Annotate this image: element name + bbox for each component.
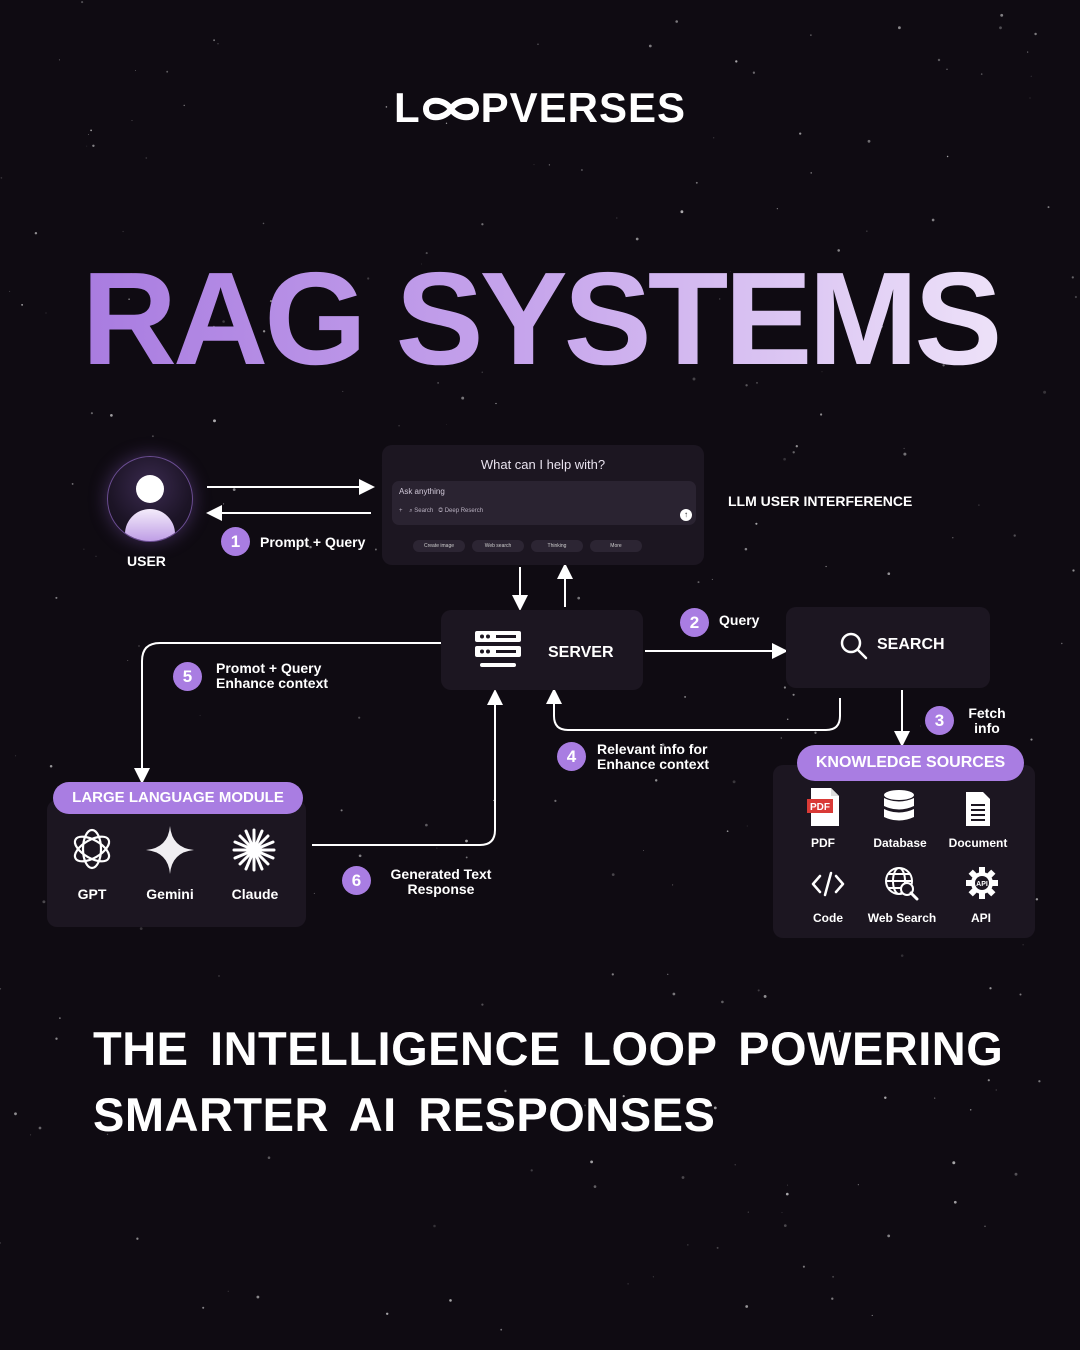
pill-web-search[interactable]: Web search <box>472 540 524 552</box>
infinity-loop-icon <box>420 92 482 126</box>
tagline: THE INTELLIGENCE LOOP POWERING SMARTER A… <box>93 1016 1003 1148</box>
source-pdf: PDF <box>811 836 835 850</box>
document-icon <box>964 791 992 832</box>
gemini-icon <box>144 824 196 881</box>
source-web-search: Web Search <box>867 911 937 925</box>
brand-logo: L PVERSES <box>0 84 1080 132</box>
send-button[interactable]: ↑ <box>680 509 692 521</box>
claude-icon <box>230 826 278 879</box>
pill-create-image[interactable]: Create image <box>413 540 465 552</box>
chat-tools: + ⌕ Search ◎ Deep Reserch <box>399 508 483 515</box>
search-card: SEARCH <box>786 607 990 688</box>
step-4-line-1: Relevant info for <box>597 741 708 757</box>
openai-icon <box>69 826 115 877</box>
knowledge-sources-tag: KNOWLEDGE SOURCES <box>797 745 1024 781</box>
source-database: Database <box>873 836 927 850</box>
step-3-badge: 3 <box>925 706 954 735</box>
chat-ui-label: LLM USER INTERFERENCE <box>728 493 913 509</box>
deep-research-tool[interactable]: Deep Reserch <box>444 508 484 514</box>
llm-tag: LARGE LANGUAGE MODULE <box>53 782 303 814</box>
step-3-line-2: info <box>974 720 1000 736</box>
step-2-badge: 2 <box>680 608 709 637</box>
api-badge-text: API <box>976 881 988 888</box>
arrow-search-to-server <box>546 688 841 731</box>
search-label: SEARCH <box>877 636 945 653</box>
user-body-shape <box>125 509 175 541</box>
tagline-line-1: THE INTELLIGENCE LOOP POWERING <box>93 1022 1004 1075</box>
search-tool-icon: ⌕ <box>409 508 413 514</box>
pdf-badge-text: PDF <box>810 802 830 813</box>
logo-text-right: PVERSES <box>480 84 687 131</box>
web-search-icon <box>883 865 919 906</box>
plus-icon[interactable]: + <box>399 508 403 514</box>
step-4-label: Relevant info for Enhance context <box>597 742 709 772</box>
step-2-label: Query <box>719 612 760 628</box>
step-4-badge: 4 <box>557 742 586 771</box>
llm-card: GPT Gemini Claude <box>47 800 306 927</box>
page-title: RAG SYSTEMS <box>0 249 1080 389</box>
pdf-icon: PDF <box>807 787 843 832</box>
pill-thinking[interactable]: Thinking <box>531 540 583 552</box>
source-code: Code <box>813 911 843 925</box>
chat-interface-card: What can I help with? Ask anything + ⌕ S… <box>382 445 704 565</box>
search-icon <box>839 631 869 666</box>
tagline-line-2: SMARTER AI RESPONSES <box>93 1088 716 1141</box>
server-card: SERVER <box>441 610 643 690</box>
user-head-shape <box>136 475 164 503</box>
step-5-label: Promot + Query Enhance context <box>216 661 328 691</box>
arrow-server-to-llm <box>134 642 441 784</box>
user-label: USER <box>127 553 166 569</box>
step-6-line-1: Generated Text <box>390 866 492 882</box>
model-gpt: GPT <box>77 886 107 902</box>
chat-title: What can I help with? <box>480 457 606 472</box>
chat-input-box[interactable]: Ask anything + ⌕ Search ◎ Deep Reserch ↑ <box>392 481 696 525</box>
source-api: API <box>970 911 991 925</box>
step-6-line-2: Response <box>407 881 475 897</box>
server-label: SERVER <box>548 644 614 661</box>
source-document: Document <box>948 836 1008 850</box>
globe-icon: ◎ <box>438 508 444 514</box>
step-1-label: Prompt + Query <box>260 534 366 550</box>
step-6-badge: 6 <box>342 866 371 895</box>
knowledge-sources-card: PDF PDF Database Document Code <box>773 765 1035 938</box>
chat-placeholder: Ask anything <box>399 487 445 496</box>
logo-text-left: L <box>393 84 421 131</box>
step-4-line-2: Enhance context <box>597 756 710 772</box>
search-tool[interactable]: Search <box>414 508 434 514</box>
step-5-line-1: Promot + Query <box>216 660 322 676</box>
model-claude: Claude <box>231 886 279 902</box>
api-gear-icon: API <box>966 867 998 904</box>
step-3-label: Fetch info <box>963 706 1011 736</box>
server-icon <box>474 630 522 677</box>
pill-more[interactable]: More <box>590 540 642 552</box>
step-1-badge: 1 <box>221 527 250 556</box>
model-gemini: Gemini <box>146 886 194 902</box>
step-3-line-1: Fetch <box>968 705 1006 721</box>
user-avatar <box>107 456 193 542</box>
code-icon <box>811 871 845 902</box>
step-6-label: Generated Text Response <box>388 867 494 897</box>
database-icon <box>882 789 916 832</box>
arrow-llm-to-server <box>312 689 503 846</box>
step-5-line-2: Enhance context <box>216 675 329 691</box>
step-5-badge: 5 <box>173 662 202 691</box>
